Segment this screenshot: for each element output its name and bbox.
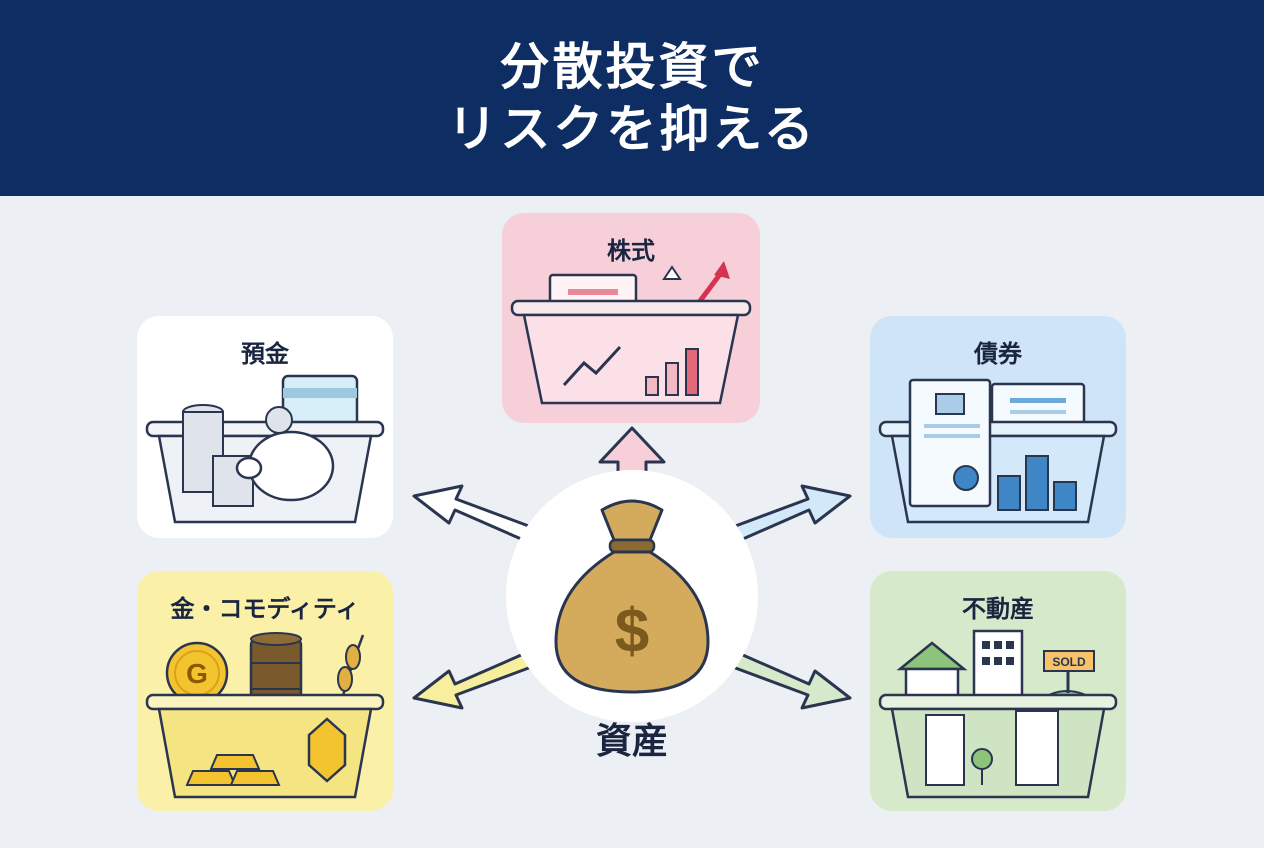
asset-label-deposit: 預金 bbox=[241, 340, 289, 368]
arrow-to-bonds bbox=[728, 484, 852, 544]
asset-label-stocks: 株式 bbox=[607, 237, 655, 265]
center-asset-label: 資産 bbox=[595, 721, 668, 762]
header-banner: 分散投資で リスクを抑える bbox=[0, 0, 1264, 196]
gold-commodity-basket-icon: G bbox=[145, 632, 385, 799]
sold-sign-text: SOLD bbox=[1052, 655, 1086, 669]
svg-text:$: $ bbox=[615, 597, 649, 666]
asset-card-stocks: 株式 bbox=[502, 213, 760, 423]
arrow-to-realestate bbox=[728, 650, 852, 710]
title-line-1: 分散投資で bbox=[499, 38, 765, 96]
asset-card-bonds: 債券 bbox=[870, 316, 1126, 538]
bond-certificate-basket-icon bbox=[878, 378, 1118, 524]
money-bag-icon: $ bbox=[554, 499, 710, 694]
asset-card-gold: 金・コモディティ G bbox=[137, 571, 393, 811]
buildings-basket-icon: SOLD bbox=[878, 629, 1118, 799]
piggy-bank-basket-icon bbox=[145, 374, 385, 524]
asset-label-bonds: 債券 bbox=[974, 340, 1022, 368]
title-line-2: リスクを抑える bbox=[447, 100, 817, 158]
asset-label-realestate: 不動産 bbox=[962, 595, 1034, 623]
center-asset-circle: $ bbox=[506, 470, 758, 722]
asset-card-realestate: 不動産 SOLD bbox=[870, 571, 1126, 811]
stock-chart-basket-icon bbox=[510, 261, 752, 405]
asset-label-gold: 金・コモディティ bbox=[170, 595, 360, 623]
arrow-to-deposit bbox=[412, 484, 536, 544]
asset-card-deposit: 預金 bbox=[137, 316, 393, 538]
gold-coin-letter: G bbox=[186, 658, 208, 689]
arrow-to-gold bbox=[412, 650, 536, 710]
